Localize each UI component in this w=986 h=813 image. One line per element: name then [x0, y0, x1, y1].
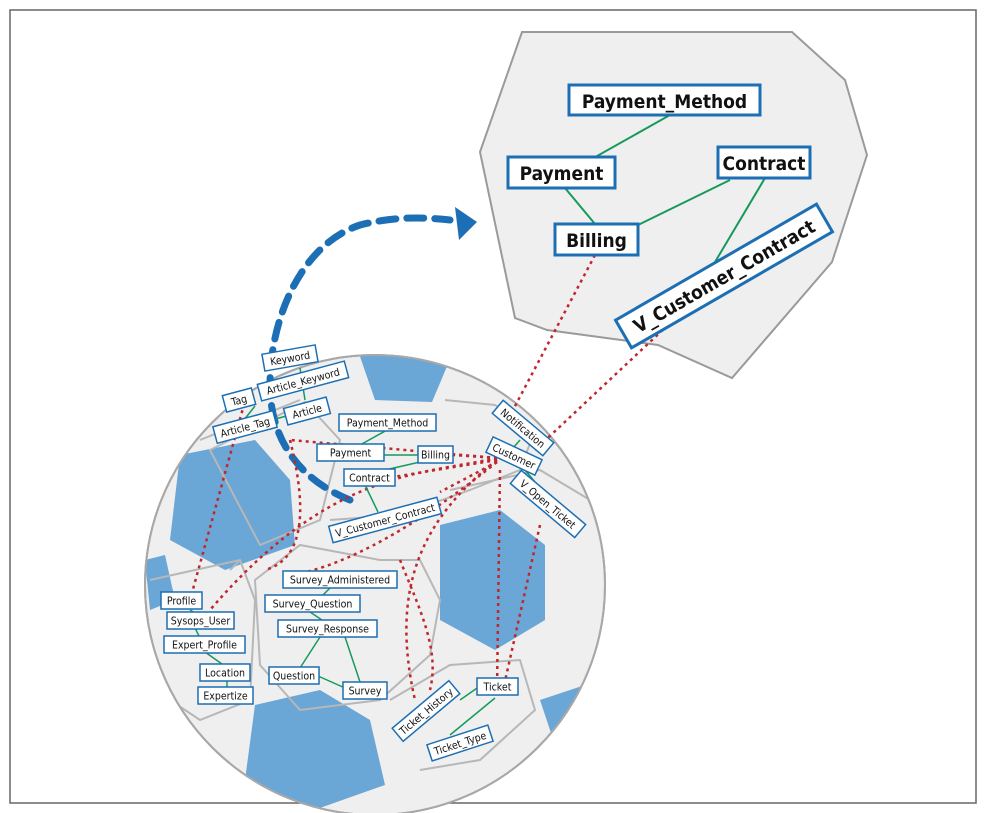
- ball-patch-left: [170, 440, 295, 570]
- entity-profile: Profile: [160, 591, 203, 610]
- entity-contract-small: Contract: [343, 468, 396, 487]
- entity-label: Billing: [421, 450, 450, 462]
- entity-tag: Tag: [221, 386, 257, 414]
- entity-location: Location: [199, 663, 251, 682]
- zoom-panel: [478, 31, 869, 380]
- entity-label: Location: [205, 668, 245, 680]
- entity-billing-large: Billing: [553, 222, 640, 257]
- entity-payment-method-small: Payment_Method: [338, 413, 437, 432]
- entity-label: Profile: [167, 596, 197, 608]
- entity-question: Question: [268, 666, 320, 685]
- entity-label: Billing: [566, 230, 627, 252]
- ball-patch-top: [355, 355, 448, 402]
- entity-label: Survey_Question: [273, 599, 353, 611]
- entity-label: Contract: [349, 473, 390, 485]
- entity-survey: Survey: [342, 681, 388, 700]
- ball-patch-top-right: [585, 430, 605, 500]
- ball-patch-bottom: [245, 690, 385, 813]
- entity-label: Payment_Method: [582, 91, 747, 113]
- entity-billing-small: Billing: [417, 445, 454, 464]
- entity-label: Ticket: [483, 682, 512, 694]
- entity-survey-question: Survey_Question: [264, 594, 361, 613]
- entity-keyword: Keyword: [261, 344, 319, 372]
- entity-label: Payment: [330, 448, 372, 460]
- entity-label: Survey_Administered: [290, 575, 390, 587]
- entity-label: Survey_Response: [286, 624, 369, 636]
- zoom-arrow-head: [455, 207, 477, 240]
- entity-sysops-user: Sysops_User: [166, 611, 235, 630]
- entity-label: Survey: [349, 686, 382, 698]
- entity-payment-large: Payment: [506, 155, 617, 190]
- entity-ticket: Ticket: [476, 677, 519, 696]
- entity-label: Payment_Method: [347, 418, 428, 430]
- entity-label: Sysops_User: [171, 616, 231, 628]
- entity-label: Payment: [520, 163, 604, 185]
- entity-label: Contract: [723, 153, 806, 175]
- entity-payment-method-large: Payment_Method: [567, 83, 762, 117]
- zoom-links: [564, 114, 766, 263]
- figure-frame: [9, 9, 977, 804]
- entity-payment-small: Payment: [316, 443, 385, 462]
- entity-survey-response: Survey_Response: [277, 619, 378, 638]
- entity-label: Question: [273, 671, 315, 683]
- entity-contract-large: Contract: [716, 145, 812, 180]
- entity-expertize: Expertize: [197, 686, 254, 705]
- entity-article: Article: [282, 396, 332, 426]
- entity-expert-profile: Expert_Profile: [163, 635, 246, 654]
- entity-label: Tag: [229, 393, 248, 409]
- entity-label: Expertize: [203, 691, 248, 703]
- entity-survey-administered: Survey_Administered: [282, 570, 398, 589]
- zoom-arrow: [266, 214, 454, 504]
- entity-label: Expert_Profile: [172, 640, 237, 652]
